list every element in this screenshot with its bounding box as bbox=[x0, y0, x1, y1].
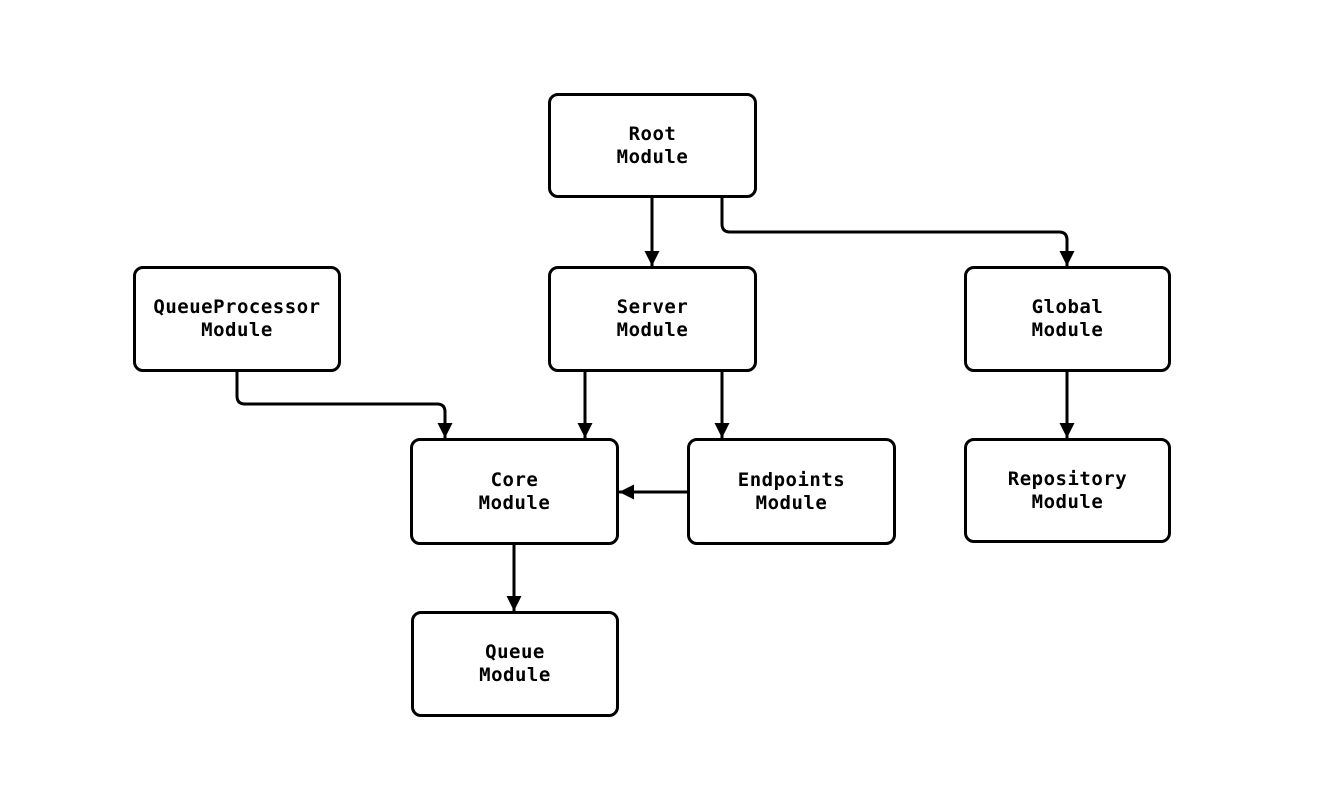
node-core: Core Module bbox=[410, 438, 619, 545]
node-label-server: Server Module bbox=[616, 296, 689, 341]
node-label-global: Global Module bbox=[1031, 296, 1104, 341]
node-label-repository: Repository Module bbox=[1007, 467, 1128, 513]
node-repository: Repository Module bbox=[964, 438, 1171, 543]
node-label-endpoints: Endpoints Module bbox=[737, 468, 846, 514]
node-server: Server Module bbox=[548, 266, 757, 372]
node-queue: Queue Module bbox=[411, 611, 619, 717]
node-label-queue: Queue Module bbox=[479, 641, 551, 686]
edge-queueprocessor-to-core bbox=[235, 372, 453, 438]
node-root: Root Module bbox=[548, 93, 757, 198]
edges-group bbox=[235, 198, 1075, 611]
node-label-root: Root Module bbox=[616, 122, 689, 168]
node-label-queueprocessor: QueueProcessor Module bbox=[153, 296, 321, 341]
node-queueprocessor: QueueProcessor Module bbox=[133, 266, 341, 372]
node-label-core: Core Module bbox=[478, 468, 551, 514]
node-endpoints: Endpoints Module bbox=[687, 438, 896, 545]
edge-root-to-global bbox=[720, 198, 1075, 266]
node-global: Global Module bbox=[964, 266, 1171, 372]
